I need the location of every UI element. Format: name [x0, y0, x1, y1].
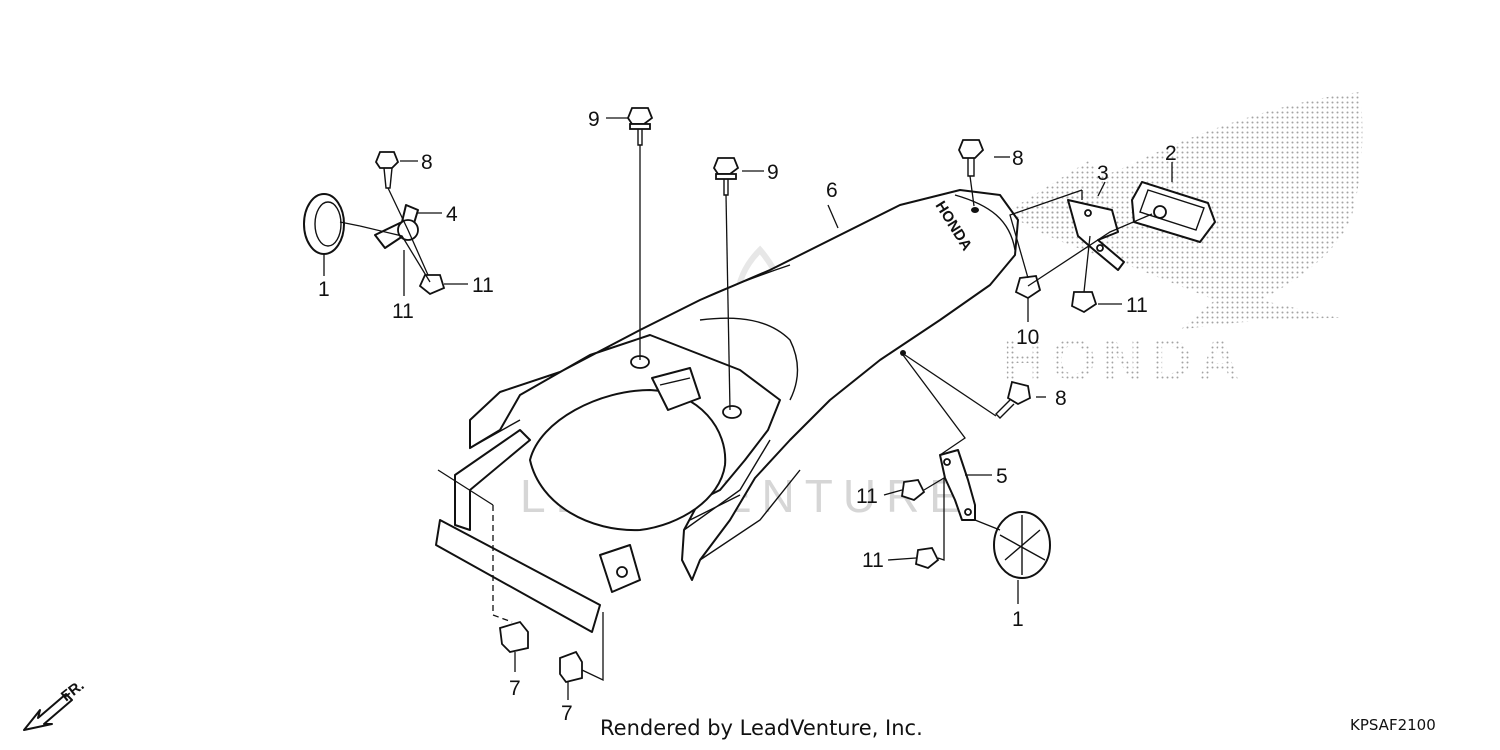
callout-11-left-below: 11: [392, 300, 414, 323]
bolt-8-left-icon: [374, 151, 400, 189]
callout-4: 4: [446, 203, 458, 226]
nut-11-c-icon: [1071, 291, 1098, 314]
callout-7-right: 7: [561, 702, 573, 725]
bolt-9-upper-icon: [626, 107, 654, 146]
bracket-3-icon: [1067, 199, 1125, 271]
leader-lines: [323, 117, 1173, 700]
reflector-right-icon: [993, 511, 1051, 579]
callout-11-lower-a: 11: [856, 485, 878, 508]
callout-11-lower-b: 11: [862, 549, 884, 572]
rendered-by-credit: Rendered by LeadVenture, Inc.: [600, 716, 923, 740]
callout-9-upper: 9: [588, 108, 600, 131]
callout-2: 2: [1165, 142, 1177, 165]
license-light-2-icon: [1131, 181, 1216, 243]
bolt-9-lower-icon: [712, 157, 740, 196]
callout-1-left: 1: [318, 278, 330, 301]
callout-3: 3: [1097, 162, 1109, 185]
collar-7-left-icon: [499, 620, 529, 653]
rear-fender: HONDA: [435, 189, 1019, 633]
diagram-code: KPSAF2100: [1350, 716, 1436, 734]
collar-7-right-icon: [559, 650, 583, 684]
nut-10-icon: [1014, 275, 1042, 300]
front-arrow-icon: FR.: [23, 677, 88, 731]
bolt-8-right-icon: [995, 380, 1031, 419]
callout-11-left-side: 11: [472, 274, 494, 297]
callout-5: 5: [996, 465, 1008, 488]
callout-8-left: 8: [421, 151, 433, 174]
honda-watermark-text: HONDA: [1003, 328, 1246, 393]
nut-11-a-icon: [901, 479, 926, 502]
callout-9-lower: 9: [767, 161, 779, 184]
honda-wing-watermark: HONDA: [1003, 92, 1363, 393]
callout-1-right: 1: [1012, 608, 1024, 631]
callout-11-right: 11: [1126, 294, 1148, 317]
nut-11-b-icon: [915, 547, 940, 570]
callout-6: 6: [826, 179, 838, 202]
callout-7-left: 7: [509, 677, 521, 700]
callout-10: 10: [1016, 326, 1039, 349]
callout-8-top: 8: [1012, 147, 1024, 170]
bolt-8-top-icon: [958, 139, 985, 177]
callout-8-right: 8: [1055, 387, 1067, 410]
reflector-left-icon: [303, 193, 361, 255]
